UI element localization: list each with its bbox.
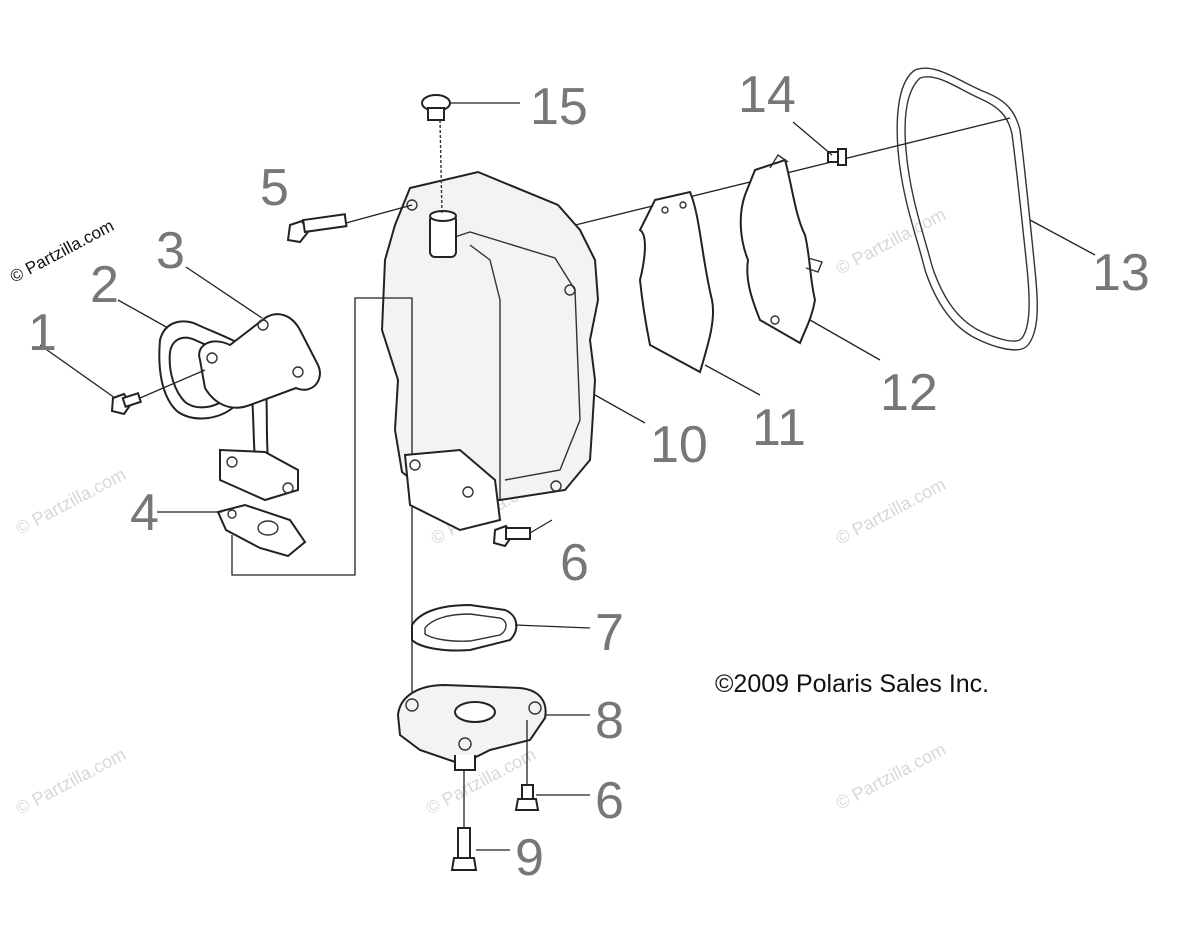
connection-bracket [231, 297, 413, 576]
pin-14 [827, 148, 847, 166]
callout-8: 8 [595, 692, 624, 750]
callout-15: 15 [530, 78, 588, 136]
callouts: 1 2 3 4 5 6 7 8 9 10 11 12 13 14 15 6 [28, 66, 1150, 887]
callout-13: 13 [1092, 244, 1150, 302]
bolt-6-upper [492, 519, 553, 548]
callout-14: 14 [738, 66, 796, 124]
plate-12-hole [770, 315, 780, 325]
callout-6-second: 6 [595, 772, 624, 830]
plate-12 [739, 158, 817, 345]
callout-6: 6 [560, 534, 589, 592]
callout-9: 9 [515, 829, 544, 887]
plate-11-hole [679, 201, 687, 209]
gasket-13-inner [904, 76, 1030, 342]
gasket-3 [198, 313, 321, 409]
callout-12: 12 [880, 364, 938, 422]
gasket-4 [216, 503, 307, 558]
watermark: © Partzilla.com [12, 464, 128, 539]
leader-lines [39, 102, 1096, 851]
watermark: © Partzilla.com [832, 204, 948, 279]
callout-10: 10 [650, 416, 708, 474]
gasket-7 [411, 603, 518, 652]
bolt-9 [450, 770, 478, 871]
callout-2: 2 [90, 256, 119, 314]
plate-11 [638, 190, 715, 374]
gasket-13 [896, 67, 1038, 351]
plate-11-hole [661, 206, 669, 214]
watermark: © Partzilla.com [832, 474, 948, 549]
callout-1: 1 [28, 304, 57, 362]
callout-3: 3 [156, 222, 185, 280]
bolt-6-lower [514, 720, 540, 811]
cover-8 [396, 683, 547, 771]
copyright-text: ©2009 Polaris Sales Inc. [715, 670, 989, 698]
watermark: © Partzilla.com [832, 739, 948, 814]
valve-cover-10 [380, 170, 600, 532]
watermark: © Partzilla.com [12, 744, 128, 819]
bolt-1 [110, 369, 206, 416]
callout-7: 7 [595, 604, 624, 662]
callout-4: 4 [130, 484, 159, 542]
plate-12-tab [769, 154, 789, 169]
plate-12-tab [805, 257, 823, 273]
callout-11: 11 [752, 399, 806, 457]
callout-5: 5 [260, 159, 289, 217]
bolt-5 [286, 204, 413, 244]
